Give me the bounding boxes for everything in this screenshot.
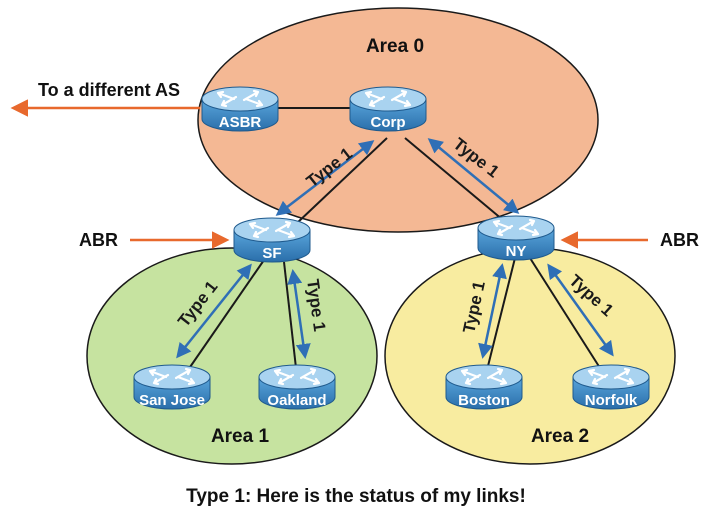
router-label-oakland: Oakland xyxy=(267,392,326,409)
router-oakland[interactable]: Oakland xyxy=(257,363,337,411)
abr-left-label: ABR xyxy=(79,230,118,250)
router-label-boston: Boston xyxy=(458,392,510,409)
router-san-jose[interactable]: San Jose xyxy=(132,363,212,411)
router-corp[interactable]: Corp xyxy=(348,85,428,133)
lsa-arrow-ny-norfolk xyxy=(547,263,614,357)
abr-right-label: ABR xyxy=(660,230,699,250)
diagram-caption: Type 1: Here is the status of my links! xyxy=(186,486,526,507)
lsa-arrow-sanjose-sf xyxy=(176,263,252,359)
lsa-arrow-boston-ny xyxy=(478,263,507,359)
lsa-arrow-sf-oakland xyxy=(287,269,311,359)
router-label-ny: NY xyxy=(506,243,527,260)
pointer-arrows xyxy=(10,99,648,249)
external-as-label: To a different AS xyxy=(38,80,180,100)
area-2-label: Area 2 xyxy=(531,426,589,447)
area-1-label: Area 1 xyxy=(211,426,270,447)
router-label-corp: Corp xyxy=(371,114,406,131)
router-boston[interactable]: Boston xyxy=(444,363,524,411)
router-ny[interactable]: NY xyxy=(476,214,556,262)
type1-lsa-arrows xyxy=(176,138,614,359)
router-asbr[interactable]: ASBR xyxy=(200,85,280,133)
lsa-arrow-sf-corp xyxy=(275,140,375,216)
router-label-asbr: ASBR xyxy=(219,114,262,131)
router-label-san-jose: San Jose xyxy=(139,392,205,409)
router-label-sf: SF xyxy=(262,245,281,262)
area-0-label: Area 0 xyxy=(366,36,424,57)
lsa-arrow-corp-ny xyxy=(427,138,520,214)
router-label-norfolk: Norfolk xyxy=(585,392,638,409)
router-sf[interactable]: SF xyxy=(232,216,312,264)
router-norfolk[interactable]: Norfolk xyxy=(571,363,651,411)
